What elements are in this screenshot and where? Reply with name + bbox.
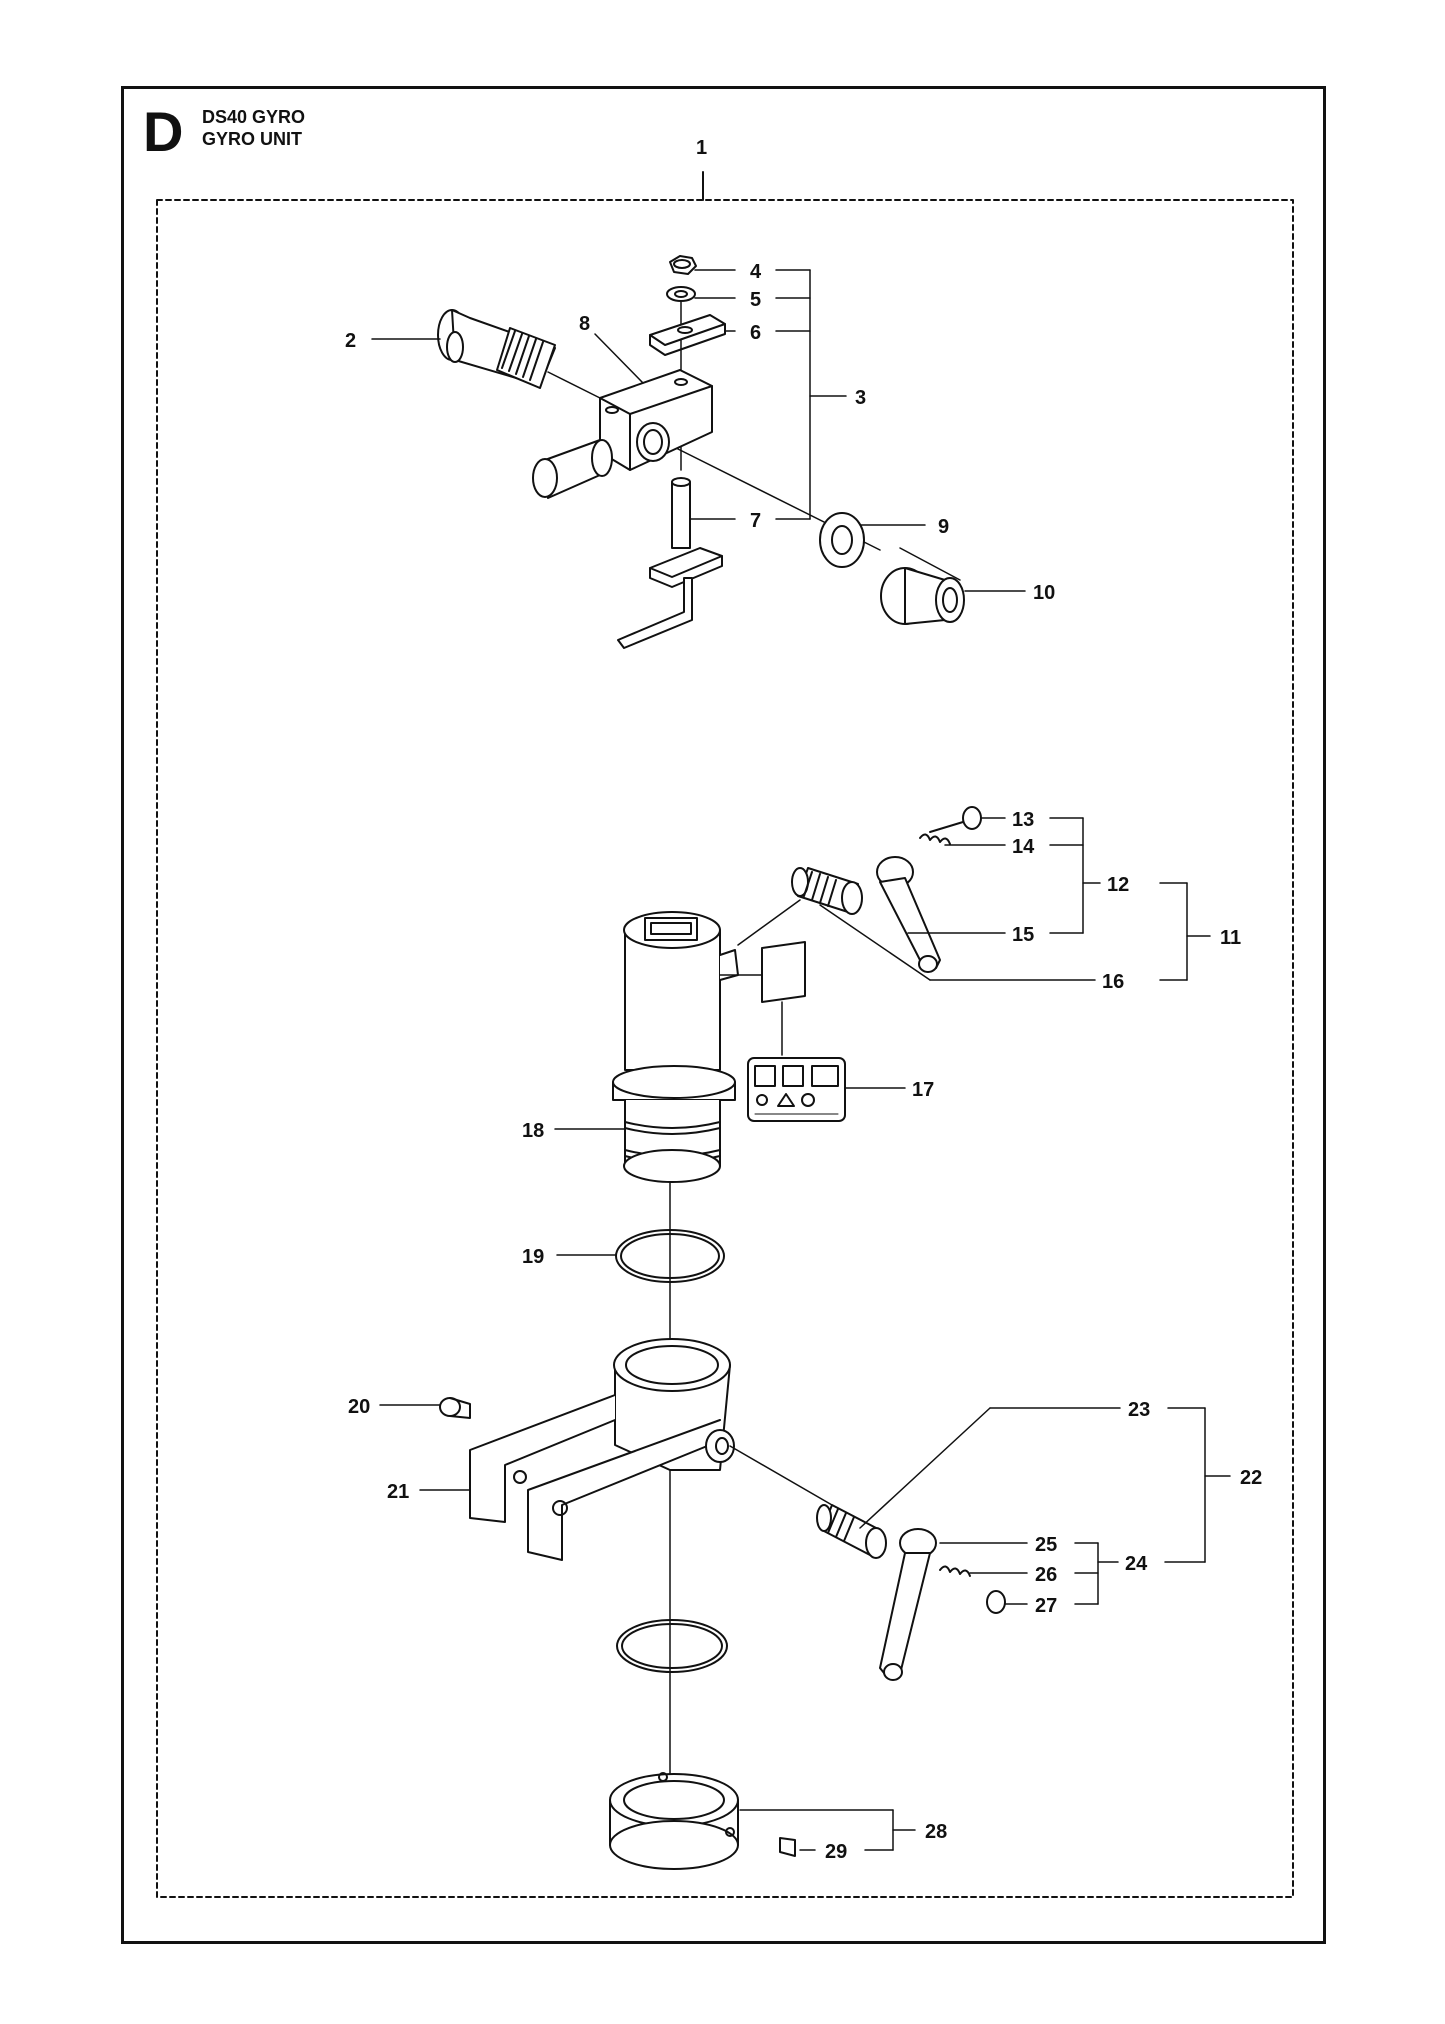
section-letter: D bbox=[143, 100, 184, 163]
callout-16: 16 bbox=[1102, 971, 1124, 993]
tube-18 bbox=[612, 911, 739, 1183]
lever-15 bbox=[876, 856, 941, 973]
washer-5 bbox=[666, 286, 696, 302]
callout-leaders bbox=[371, 269, 1231, 1851]
callout-3: 3 bbox=[855, 387, 866, 409]
callout-27: 27 bbox=[1035, 1595, 1057, 1617]
assembly-title: GYRO UNIT bbox=[202, 129, 303, 149]
lever-24 bbox=[879, 1528, 1006, 1681]
callout-21: 21 bbox=[387, 1481, 409, 1503]
callout-15: 15 bbox=[1012, 924, 1034, 946]
callout-24: 24 bbox=[1125, 1553, 1148, 1575]
kit-boundary bbox=[156, 199, 1294, 1898]
lower-assembly bbox=[439, 806, 1006, 1870]
callout-11: 11 bbox=[1220, 927, 1241, 949]
page-title: DS40 GYRO GYRO UNIT bbox=[202, 106, 305, 150]
collar-28 bbox=[609, 1772, 796, 1870]
callout-29: 29 bbox=[825, 1841, 847, 1863]
upper-assembly bbox=[437, 255, 965, 649]
callout-12: 12 bbox=[1107, 874, 1129, 896]
callout-numbers: 1 2 3 4 5 6 7 8 9 10 11 12 13 14 15 16 1… bbox=[345, 137, 1262, 1863]
bracket-21 bbox=[469, 1338, 735, 1561]
callout-1: 1 bbox=[696, 137, 707, 159]
callout-9: 9 bbox=[938, 516, 949, 538]
washer-9 bbox=[819, 512, 865, 568]
stud-23 bbox=[729, 1445, 887, 1559]
callout-10: 10 bbox=[1033, 582, 1055, 604]
decal-17 bbox=[719, 941, 846, 1122]
callout-8: 8 bbox=[579, 313, 590, 335]
callout-7: 7 bbox=[750, 510, 761, 532]
callout-6: 6 bbox=[750, 322, 761, 344]
spring-14 bbox=[919, 833, 951, 845]
callout-26: 26 bbox=[1035, 1564, 1057, 1586]
screw-20 bbox=[439, 1397, 471, 1419]
ring-19 bbox=[615, 1229, 725, 1283]
callout-14: 14 bbox=[1012, 836, 1035, 858]
callout-5: 5 bbox=[750, 289, 761, 311]
callout-18: 18 bbox=[522, 1120, 544, 1142]
callout-17: 17 bbox=[912, 1079, 934, 1101]
block-8 bbox=[532, 369, 713, 499]
model-title: DS40 GYRO bbox=[202, 107, 306, 127]
stud-16 bbox=[737, 867, 931, 981]
plate-6 bbox=[649, 314, 726, 356]
screw-13 bbox=[929, 806, 982, 833]
drawing-frame bbox=[121, 86, 1326, 1944]
callout-13: 13 bbox=[1012, 809, 1034, 831]
callout-23: 23 bbox=[1128, 1399, 1150, 1421]
callout-2: 2 bbox=[345, 330, 356, 352]
callout-25: 25 bbox=[1035, 1534, 1057, 1556]
bolt-2 bbox=[437, 309, 556, 389]
callout-20: 20 bbox=[348, 1396, 370, 1418]
callout-28: 28 bbox=[925, 1821, 947, 1843]
callout-22: 22 bbox=[1240, 1467, 1262, 1489]
callout-19: 19 bbox=[522, 1246, 544, 1268]
ring-lower bbox=[616, 1619, 728, 1673]
callout-4: 4 bbox=[750, 261, 762, 283]
clamp-7 bbox=[617, 477, 723, 649]
nut-4 bbox=[669, 255, 697, 275]
nut-10 bbox=[880, 567, 965, 625]
